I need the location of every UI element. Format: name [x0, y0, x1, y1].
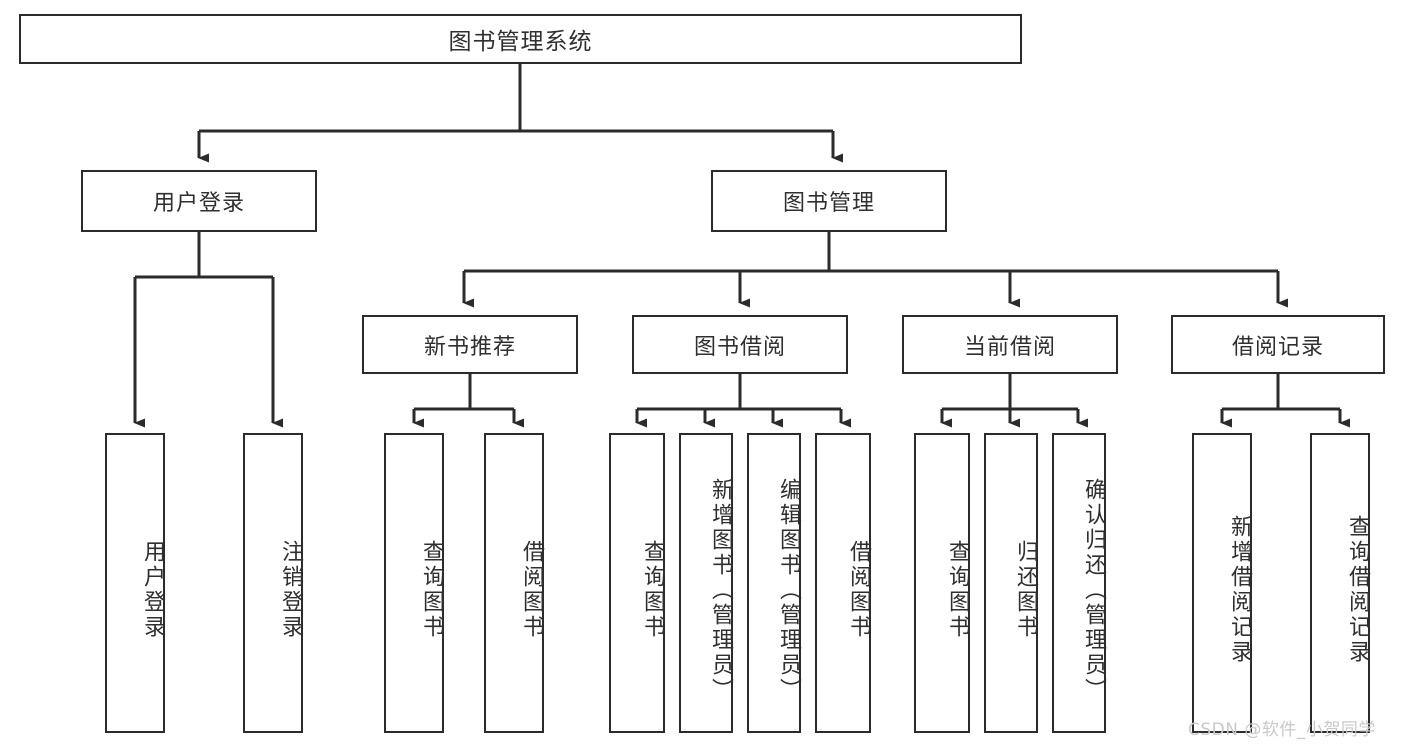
csdn-watermark: CSDN @软件_小贺同学 [1188, 720, 1376, 740]
node-user-login[interactable]: 用户登录 [81, 170, 317, 232]
leaf-query-book-current[interactable]: 查询图书 [914, 433, 970, 733]
leaf-query-book-recommend[interactable]: 查询图书 [384, 433, 444, 733]
leaf-label: 新增图书（管理员） [708, 477, 733, 703]
leaf-user-login[interactable]: 用户登录 [105, 433, 165, 733]
leaf-label: 确认归还（管理员） [1081, 477, 1106, 703]
leaf-label: 新增借阅记录 [1227, 515, 1252, 665]
leaf-add-book[interactable]: 新增图书（管理员） [679, 433, 733, 733]
leaf-label: 借阅图书 [519, 540, 544, 640]
leaf-label: 查询借阅记录 [1345, 515, 1370, 665]
leaf-add-borrow-record[interactable]: 新增借阅记录 [1192, 433, 1252, 733]
leaf-label: 注销登录 [278, 540, 303, 640]
leaf-label: 编辑图书（管理员） [776, 477, 801, 703]
node-book-borrow[interactable]: 图书借阅 [632, 315, 848, 374]
node-borrow-record[interactable]: 借阅记录 [1171, 315, 1385, 374]
leaf-label: 查询图书 [419, 540, 444, 640]
leaf-user-logout[interactable]: 注销登录 [243, 433, 303, 733]
leaf-label: 借阅图书 [846, 540, 871, 640]
leaf-label: 归还图书 [1013, 540, 1038, 640]
node-current-borrow[interactable]: 当前借阅 [902, 315, 1118, 374]
leaf-borrow-book-recommend[interactable]: 借阅图书 [484, 433, 544, 733]
node-book-manage[interactable]: 图书管理 [711, 170, 947, 232]
leaf-confirm-return[interactable]: 确认归还（管理员） [1052, 433, 1106, 733]
leaf-edit-book[interactable]: 编辑图书（管理员） [747, 433, 801, 733]
node-new-book-recommend[interactable]: 新书推荐 [362, 315, 578, 374]
leaf-query-borrow-record[interactable]: 查询借阅记录 [1310, 433, 1370, 733]
node-root[interactable]: 图书管理系统 [19, 14, 1022, 64]
leaf-borrow-book[interactable]: 借阅图书 [815, 433, 871, 733]
leaf-label: 查询图书 [640, 540, 665, 640]
leaf-label: 用户登录 [140, 540, 165, 640]
leaf-label: 查询图书 [945, 540, 970, 640]
leaf-return-book[interactable]: 归还图书 [984, 433, 1038, 733]
leaf-query-book-borrow[interactable]: 查询图书 [609, 433, 665, 733]
